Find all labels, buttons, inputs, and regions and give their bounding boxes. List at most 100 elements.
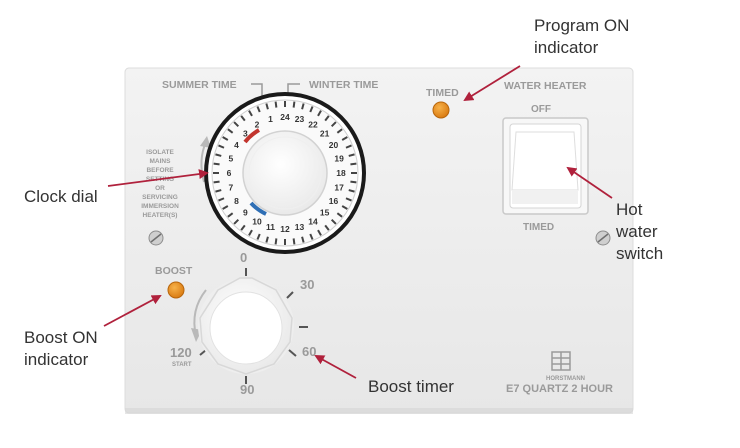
dial-hour-23: 23 — [295, 114, 305, 124]
dial-hour-11: 11 — [266, 222, 275, 232]
dial-hour-17: 17 — [334, 182, 344, 192]
dial-tappet[interactable] — [227, 212, 234, 218]
dial-tappet[interactable] — [317, 110, 322, 117]
dial-hour-19: 19 — [334, 154, 344, 164]
dial-hour-7: 7 — [229, 182, 234, 192]
dial-tappet[interactable] — [218, 144, 225, 149]
dial-tappet[interactable] — [336, 212, 343, 218]
dial-tappet[interactable] — [215, 153, 222, 157]
switch-off-label: OFF — [531, 104, 551, 115]
dial-tappet[interactable] — [240, 115, 246, 122]
dial-tappet[interactable] — [240, 224, 246, 231]
dial-tappet[interactable] — [301, 103, 305, 110]
dial-tappet[interactable] — [341, 136, 348, 141]
summer-time-bracket — [251, 83, 263, 96]
dial-hour-4: 4 — [234, 140, 239, 150]
svg-text:HEATER(S): HEATER(S) — [143, 212, 178, 219]
dial-tappet[interactable] — [265, 236, 269, 243]
boost-timer-arrow — [314, 355, 357, 379]
dial-tappet[interactable] — [336, 128, 343, 134]
dial-tappet[interactable] — [324, 115, 330, 122]
dial-tappet[interactable] — [350, 162, 357, 166]
annotation-arrows — [103, 65, 613, 379]
dial-hour-18: 18 — [336, 168, 346, 178]
boost-mark-30: 30 — [300, 277, 314, 292]
dial-center-knob[interactable] — [242, 130, 328, 216]
left-screw — [148, 230, 164, 246]
dial-tappet[interactable] — [301, 236, 305, 243]
dial-tappet[interactable] — [233, 218, 240, 225]
boost-mark-120: 120 — [170, 345, 192, 360]
dial-tappet[interactable] — [341, 205, 348, 210]
dial-tappet[interactable] — [256, 233, 261, 240]
boost-mark-start: START — [172, 362, 192, 368]
dial-hour-14: 14 — [308, 216, 318, 226]
dial-tappet[interactable] — [330, 121, 337, 128]
dial-tappet[interactable] — [345, 197, 352, 202]
dial-tappet[interactable] — [274, 101, 278, 108]
svg-text:IMMERSION: IMMERSION — [141, 203, 179, 210]
water-heater-label: WATER HEATER — [504, 80, 587, 92]
svg-text:SERVICING: SERVICING — [142, 194, 178, 201]
dial-rotation-arrowhead — [200, 136, 211, 148]
dial-tappet[interactable] — [256, 106, 261, 113]
dial-tappets[interactable] — [213, 101, 357, 245]
dial-hour-8: 8 — [234, 196, 239, 206]
dial-tappet[interactable] — [292, 101, 296, 108]
dial-tappet[interactable] — [222, 136, 229, 141]
switch-timed-label: TIMED — [523, 222, 554, 233]
dial-tappet[interactable] — [309, 233, 314, 240]
dial-tappet[interactable] — [222, 205, 229, 210]
dial-hour-9: 9 — [243, 208, 248, 218]
dial-hour-10: 10 — [252, 216, 262, 226]
brand-logo — [551, 351, 571, 371]
boost-label: BOOST — [155, 265, 193, 277]
boost-indicator-lamp — [167, 281, 185, 299]
dial-tappet[interactable] — [213, 180, 220, 184]
dial-tappet[interactable] — [274, 238, 278, 245]
winter-time-label: WINTER TIME — [309, 79, 378, 91]
dial-tappet[interactable] — [292, 238, 296, 245]
dial-tappet[interactable] — [215, 189, 222, 193]
boost-mark-60: 60 — [302, 344, 316, 359]
boost-timer-knob[interactable] — [198, 277, 294, 375]
dial-hour-1: 1 — [268, 114, 273, 124]
hot-water-switch[interactable] — [502, 117, 589, 215]
dial-tappet[interactable] — [324, 224, 330, 231]
dial-hour-20: 20 — [329, 140, 339, 150]
dial-tappet[interactable] — [317, 229, 322, 236]
dial-hour-22: 22 — [308, 120, 318, 130]
dial-tappet[interactable] — [248, 110, 253, 117]
hot-water-switch-arrow — [566, 166, 613, 199]
dial-tappet[interactable] — [345, 144, 352, 149]
clock-dial-arrow — [107, 169, 209, 187]
dial-hour-21: 21 — [320, 128, 330, 138]
dial-hour-24: 24 — [280, 112, 290, 122]
dial-hour-15: 15 — [320, 208, 330, 218]
dial-tappet[interactable] — [248, 229, 253, 236]
model-name: E7 QUARTZ 2 HOUR — [506, 383, 613, 395]
boost-mark-0: 0 — [240, 250, 247, 265]
callout-clock-dial: Clock dial — [24, 187, 98, 206]
dial-blue-marker — [249, 201, 267, 216]
dial-tappet[interactable] — [348, 153, 355, 157]
dial-tappet[interactable] — [265, 103, 269, 110]
dial-tappet[interactable] — [350, 180, 357, 184]
svg-text:BEFORE: BEFORE — [146, 167, 174, 174]
dial-hour-2: 2 — [255, 120, 260, 130]
svg-text:OR: OR — [155, 185, 165, 192]
dial-tappet[interactable] — [218, 197, 225, 202]
dial-tappet[interactable] — [227, 128, 234, 134]
dial-tappet[interactable] — [233, 121, 240, 128]
boost-timer-scale: 0 30 60 90 120 START — [170, 250, 316, 397]
dial-tappet[interactable] — [348, 189, 355, 193]
dial-tappet[interactable] — [330, 218, 337, 225]
winter-time-bracket — [287, 83, 300, 96]
dial-hour-5: 5 — [229, 154, 234, 164]
summer-time-label: SUMMER TIME — [162, 79, 237, 91]
dial-tappet[interactable] — [213, 162, 220, 166]
dial-tappet[interactable] — [309, 106, 314, 113]
dial-hour-6: 6 — [227, 168, 232, 178]
